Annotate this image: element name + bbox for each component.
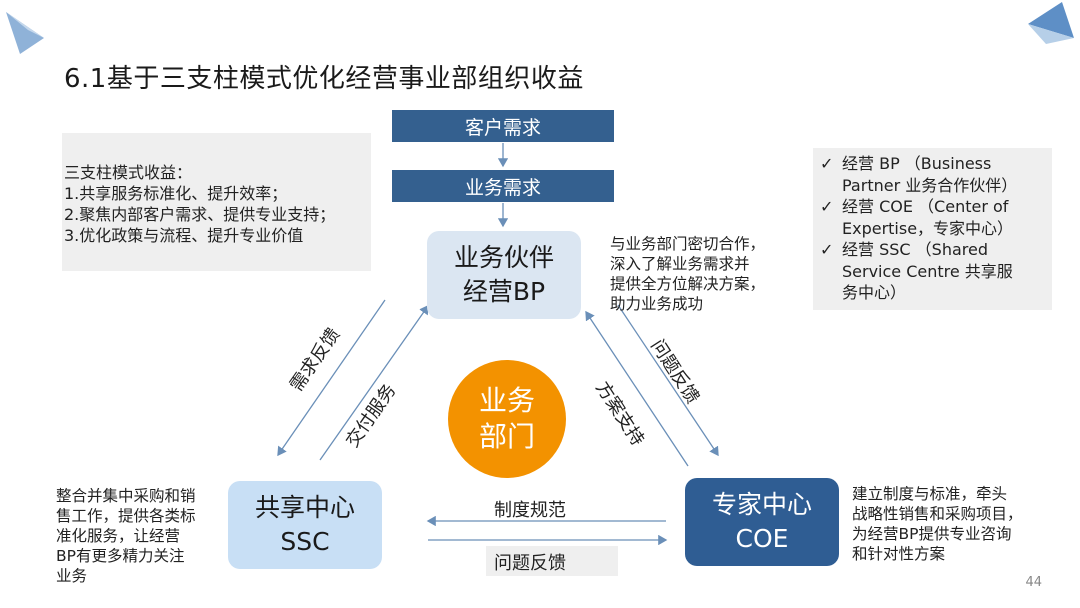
bp-desc-line: 助力业务成功	[610, 294, 810, 314]
center-line2: 部门	[479, 419, 535, 455]
coe-desc-line: 建立制度与标准，牵头	[852, 484, 1052, 504]
ssc-description: 整合并集中采购和销 售工作，提供各类标 准化服务，让经营 BP有更多精力关注 业…	[56, 486, 228, 586]
coe-desc-line: 为经营BP提供专业咨询	[852, 524, 1052, 544]
page-number: 44	[1025, 575, 1042, 590]
coe-description: 建立制度与标准，牵头 战略性销售和采购项目， 为经营BP提供专业咨询 和针对性方…	[852, 484, 1052, 564]
coe-desc-line: 和针对性方案	[852, 544, 1052, 564]
bp-description: 与业务部门密切合作， 深入了解业务需求并 提供全方位解决方案， 助力业务成功	[610, 234, 810, 314]
ssc-subtitle: SSC	[280, 525, 329, 559]
bp-title: 业务伙伴	[454, 241, 554, 275]
arrow-ssc-to-bp	[320, 306, 428, 460]
ssc-desc-line: 业务	[56, 566, 228, 586]
business-department-circle: 业务 部门	[448, 360, 566, 478]
coe-subtitle: COE	[736, 522, 789, 556]
rules-label: 制度规范	[494, 496, 566, 522]
center-line1: 业务	[479, 383, 535, 419]
coe-desc-line: 战略性销售和采购项目，	[852, 504, 1052, 524]
ssc-desc-line: BP有更多精力关注	[56, 546, 228, 566]
ssc-desc-line: 售工作，提供各类标	[56, 506, 228, 526]
bp-subtitle: 经营BP	[463, 275, 545, 309]
bp-desc-line: 与业务部门密切合作，	[610, 234, 810, 254]
coe-title: 专家中心	[712, 488, 812, 522]
bp-desc-line: 提供全方位解决方案，	[610, 274, 810, 294]
problem-feedback-label-bottom: 问题反馈	[494, 549, 566, 575]
ssc-desc-line: 整合并集中采购和销	[56, 486, 228, 506]
bp-desc-line: 深入了解业务需求并	[610, 254, 810, 274]
ssc-title: 共享中心	[255, 491, 355, 525]
bp-card: 业务伙伴 经营BP	[427, 231, 581, 319]
ssc-card: 共享中心 SSC	[228, 481, 382, 569]
coe-card: 专家中心 COE	[685, 478, 839, 566]
ssc-desc-line: 准化服务，让经营	[56, 526, 228, 546]
